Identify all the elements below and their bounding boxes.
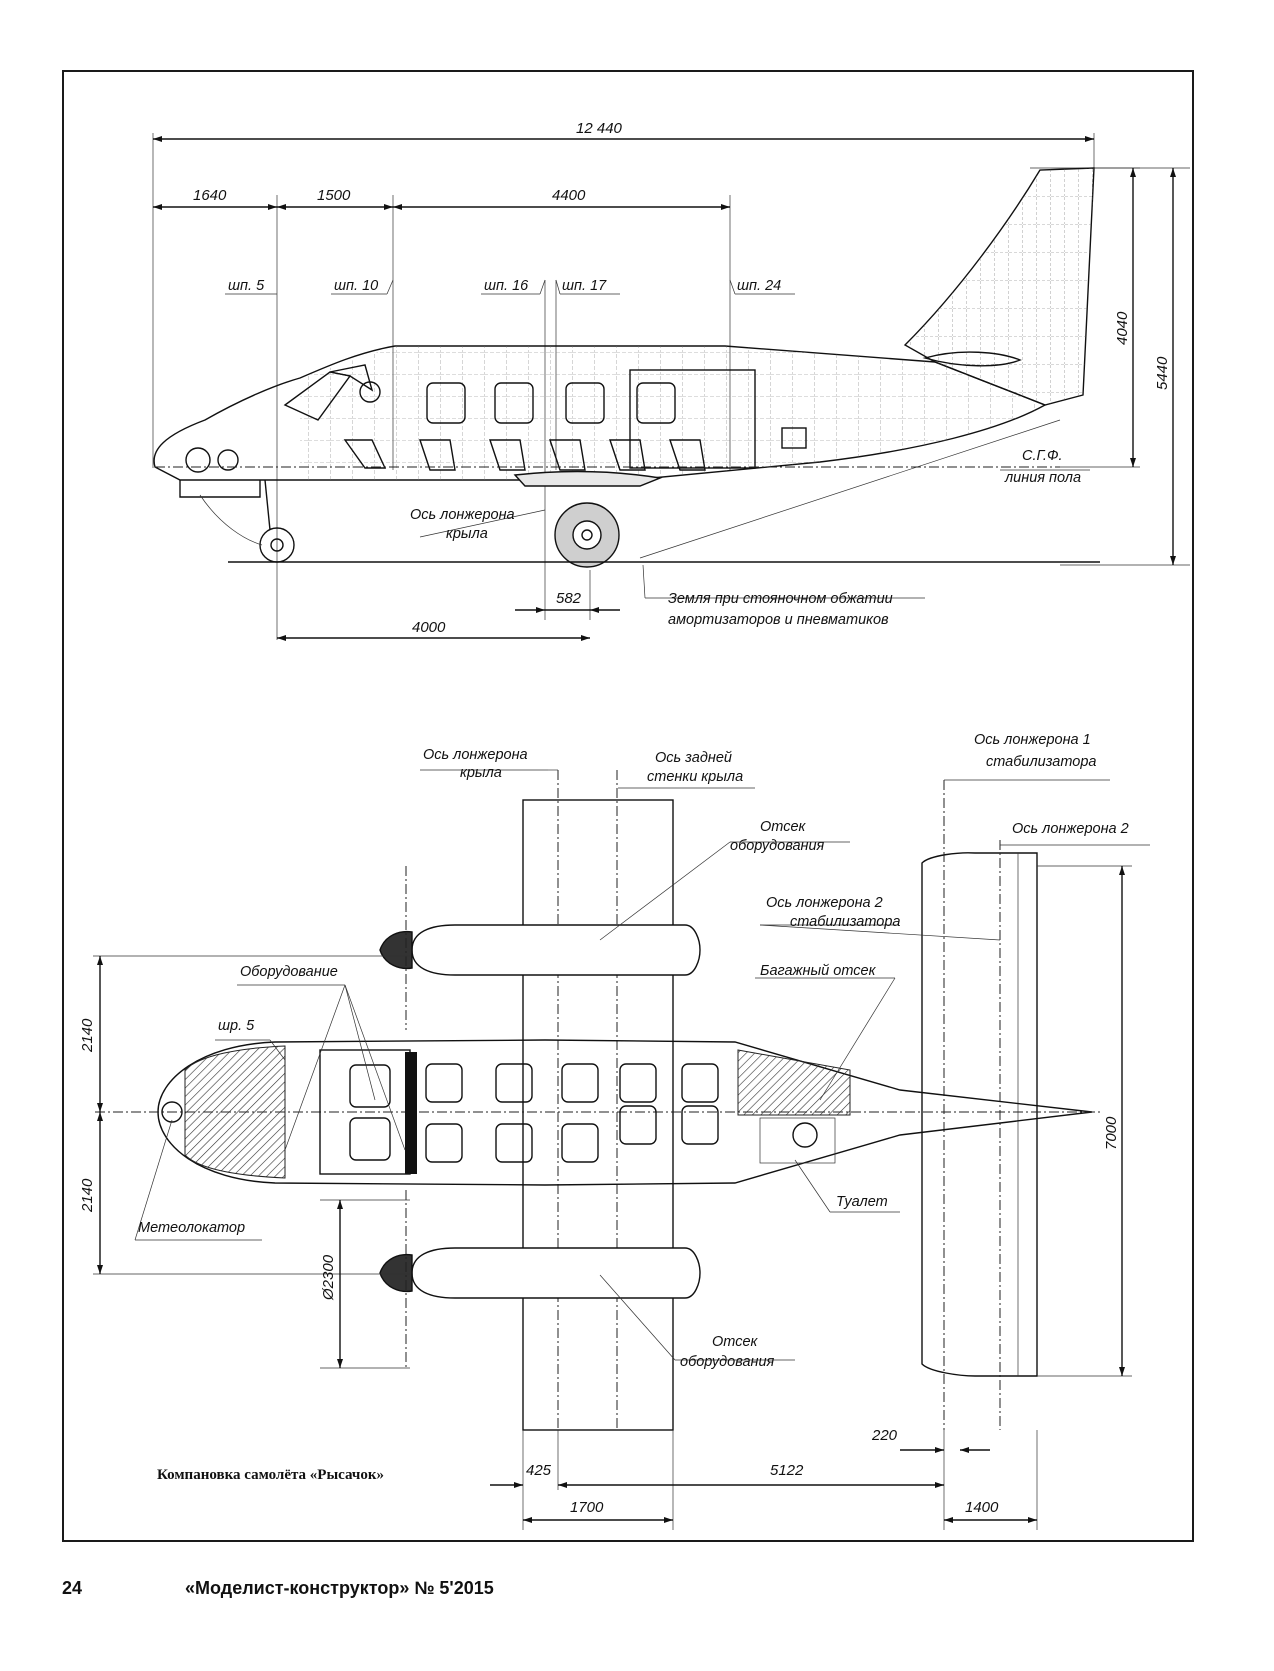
- dim-582: 582: [556, 590, 582, 607]
- stab-spar-1-label-2: стабилизатора: [986, 754, 1096, 770]
- magazine-title: «Моделист-конструктор» № 5'2015: [185, 1578, 494, 1598]
- dim-1400: 1400: [965, 1499, 999, 1516]
- page-number: 24: [62, 1578, 83, 1598]
- dim-5122: 5122: [770, 1462, 804, 1479]
- frame-5-label: шп. 5: [228, 278, 265, 294]
- figure-caption: Компановка самолёта «Рысачок»: [157, 1467, 384, 1483]
- dim-2140-top: 2140: [79, 1018, 96, 1053]
- sgf-label: С.Г.Ф.: [1022, 448, 1063, 464]
- frame-17-label: шп. 17: [562, 278, 607, 294]
- dim-2140-bottom: 2140: [79, 1178, 96, 1213]
- ground-label-2: амортизаторов и пневматиков: [668, 612, 889, 628]
- floor-line-label: линия пола: [1004, 470, 1081, 486]
- dim-5440: 5440: [1154, 356, 1171, 390]
- dim-220: 220: [871, 1427, 898, 1444]
- side-view: 12 440 1640 1500 4400 4040 5440 582 4000…: [152, 120, 1190, 641]
- radar-label: Метеолокатор: [138, 1220, 245, 1236]
- dim-prop-diameter: Ø2300: [320, 1254, 337, 1301]
- frame-5-top-label: шр. 5: [218, 1018, 255, 1034]
- dim-1700: 1700: [570, 1499, 604, 1516]
- ground-label-1: Земля при стояночном обжатии: [668, 591, 893, 607]
- equipment-bay-bottom-label-2: оборудования: [680, 1354, 775, 1370]
- equipment-bay-top-label-1: Отсек: [760, 819, 807, 835]
- stab-spar-1-label-1: Ось лонжерона 1: [974, 732, 1091, 748]
- spar-axis-label-1: Ось лонжерона: [410, 507, 515, 523]
- equipment-bay-bottom-label-1: Отсек: [712, 1334, 759, 1350]
- rear-wall-axis-label-2: стенки крыла: [647, 769, 743, 785]
- top-view: Ось лонжерона крыла Ось задней стенки кр…: [79, 732, 1150, 1530]
- frame-16-label: шп. 16: [484, 278, 529, 294]
- dim-overall-length: 12 440: [576, 120, 623, 137]
- dim-1500: 1500: [317, 187, 351, 204]
- dim-span-7000: 7000: [1103, 1116, 1120, 1150]
- dim-4040: 4040: [1114, 311, 1131, 345]
- dim-425: 425: [526, 1462, 552, 1479]
- wing-spar-axis-label-1: Ось лонжерона: [423, 747, 528, 763]
- spar-2-label: Ось лонжерона 2: [1012, 821, 1129, 837]
- stab-spar-2-label-2: стабилизатора: [790, 914, 900, 930]
- dim-4400: 4400: [552, 187, 586, 204]
- dim-4000: 4000: [412, 619, 446, 636]
- dim-1640: 1640: [193, 187, 227, 204]
- wing-spar-axis-label-2: крыла: [460, 765, 502, 781]
- rear-wall-axis-label-1: Ось задней: [655, 750, 732, 766]
- equipment-bay-top-label-2: оборудования: [730, 838, 825, 854]
- frame-10-label: шп. 10: [334, 278, 378, 294]
- baggage-label: Багажный отсек: [760, 963, 877, 979]
- toilet-label: Туалет: [836, 1194, 888, 1210]
- drawing-frame: [62, 70, 1194, 1542]
- equipment-label: Оборудование: [240, 964, 338, 980]
- frame-24-label: шп. 24: [737, 278, 781, 294]
- stab-spar-2-label-1: Ось лонжерона 2: [766, 895, 883, 911]
- spar-axis-label-2: крыла: [446, 526, 488, 542]
